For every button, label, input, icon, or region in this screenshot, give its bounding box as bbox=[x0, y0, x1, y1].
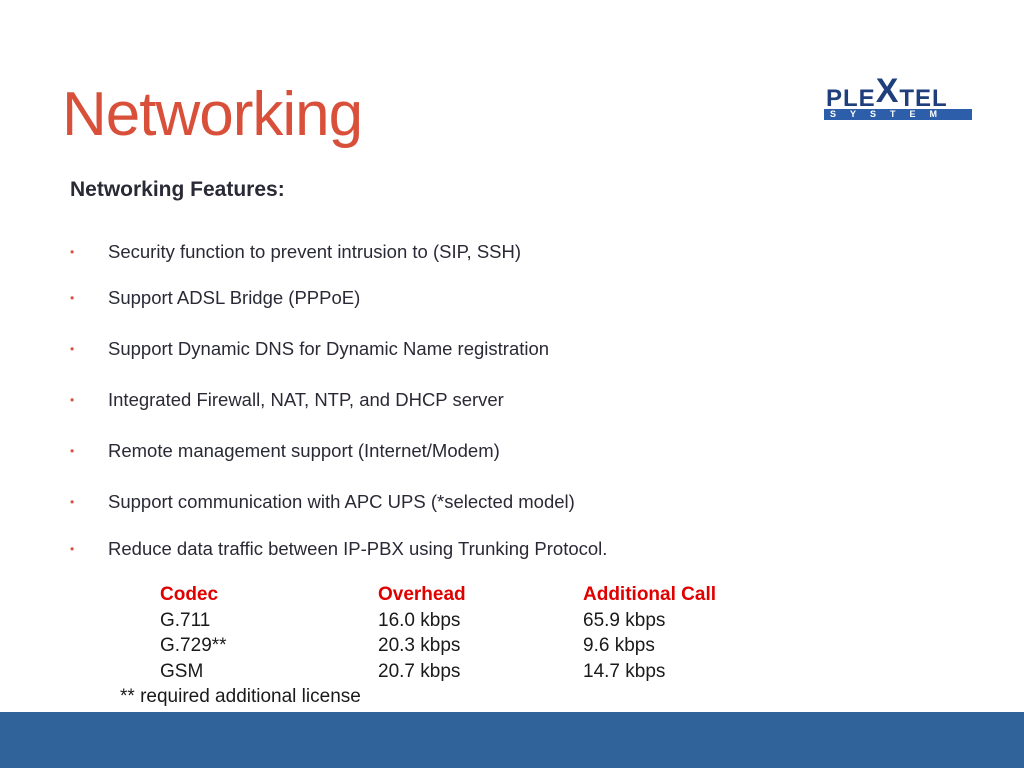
cell-codec: G.729** bbox=[160, 635, 227, 656]
table-footnote: ** required additional license bbox=[120, 686, 361, 707]
bullet-marker: • bbox=[70, 245, 75, 259]
bullet-marker: • bbox=[70, 393, 75, 407]
bullet-marker: • bbox=[70, 495, 75, 509]
bullet-text: Support ADSL Bridge (PPPoE) bbox=[108, 287, 361, 308]
logo-text-left: PLE bbox=[826, 85, 876, 112]
cell-additional-call: 14.7 kbps bbox=[583, 660, 666, 682]
logo-tagline: SYSTEM bbox=[824, 109, 972, 120]
header-additional-call: Additional Call bbox=[583, 584, 716, 605]
logo-text-right: TEL bbox=[899, 85, 948, 112]
cell-additional-call: 9.6 kbps bbox=[583, 635, 655, 656]
cell-overhead: 16.0 kbps bbox=[378, 609, 461, 631]
cell-codec: GSM bbox=[160, 660, 204, 682]
bullet-text: Remote management support (Internet/Mode… bbox=[108, 440, 500, 461]
bullet-marker: • bbox=[70, 291, 75, 305]
cell-overhead: 20.3 kbps bbox=[378, 635, 461, 656]
bullet-marker: • bbox=[70, 542, 75, 556]
bullet-text: Support Dynamic DNS for Dynamic Name reg… bbox=[108, 338, 550, 359]
cell-codec: G.711 bbox=[160, 609, 211, 631]
plextel-logo: PLEXTEL SYSTEM bbox=[824, 74, 974, 122]
bullet-text: Reduce data traffic between IP-PBX using… bbox=[108, 538, 608, 559]
logo-wordmark: PLEXTEL bbox=[826, 74, 948, 112]
bullet-text: Integrated Firewall, NAT, NTP, and DHCP … bbox=[108, 389, 504, 410]
bullet-marker: • bbox=[70, 444, 75, 458]
footer-bar bbox=[0, 712, 1024, 768]
bullet-text: Security function to prevent intrusion t… bbox=[108, 241, 522, 262]
header-codec: Codec bbox=[160, 584, 219, 605]
slide-title: Networking bbox=[62, 80, 363, 149]
bullet-marker: • bbox=[70, 342, 75, 356]
cell-additional-call: 65.9 kbps bbox=[583, 609, 666, 631]
bullet-text: Support communication with APC UPS (*sel… bbox=[108, 491, 575, 512]
logo-text-x: X bbox=[875, 72, 900, 110]
cell-overhead: 20.7 kbps bbox=[378, 660, 461, 682]
section-subtitle: Networking Features: bbox=[70, 178, 285, 201]
header-overhead: Overhead bbox=[378, 584, 466, 605]
